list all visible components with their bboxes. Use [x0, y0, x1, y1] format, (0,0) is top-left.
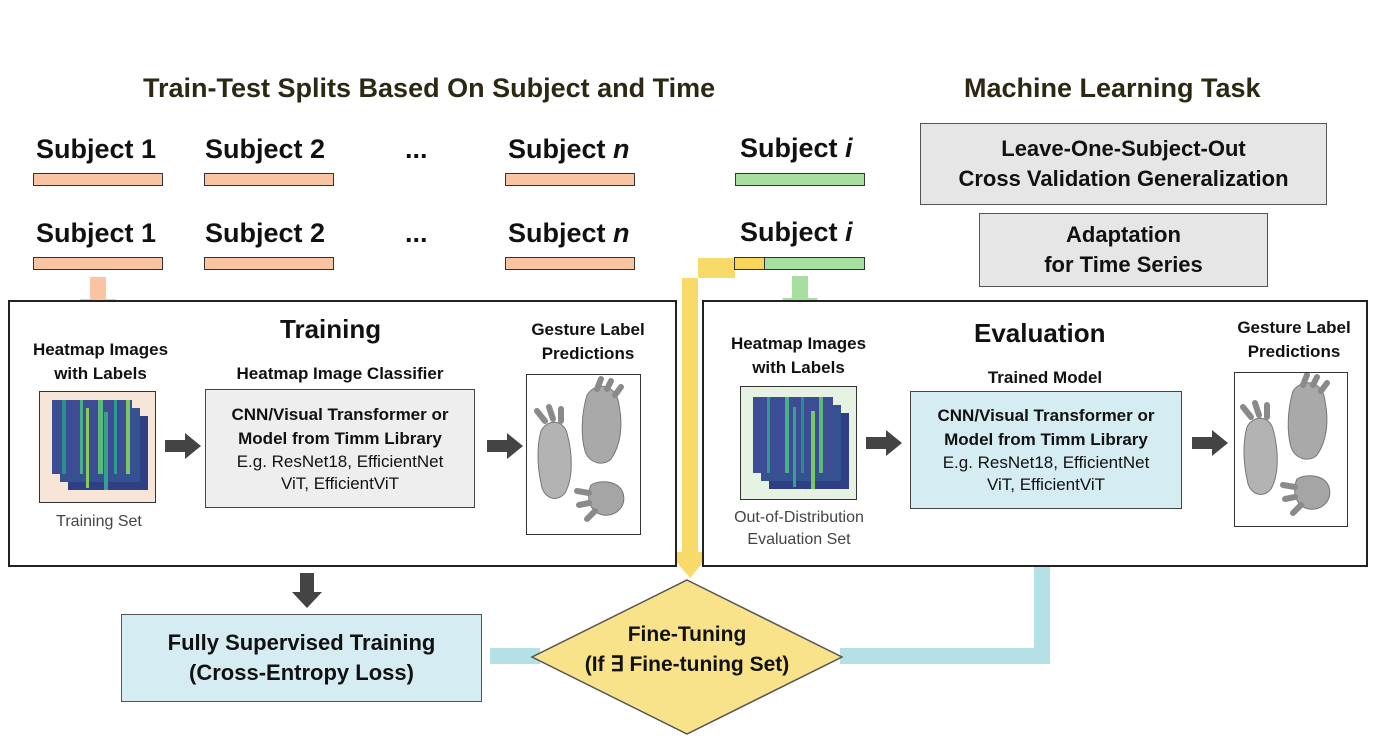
training-arrow-1 [165, 433, 201, 459]
subject-2-label: Subject 2 [205, 134, 326, 164]
subject-i-label: Subject i [740, 133, 853, 163]
subject-1-label: Subject 1 [36, 134, 157, 164]
evaluation-title: Evaluation [974, 318, 1106, 348]
training-set-caption: Training Set [56, 513, 142, 530]
ellipsis-label: ... [405, 134, 428, 164]
classifier-label: Heatmap Image Classifier [236, 364, 444, 383]
heatmap-stack-icon [753, 397, 849, 489]
evaluation-input-label: Heatmap Images with Labels [730, 334, 867, 377]
evaluation-panel: Evaluation Heatmap Images with Labels Ou… [702, 300, 1368, 567]
evaluation-model-box: CNN/Visual Transformer or Model from Tim… [910, 391, 1182, 509]
subject-i-label-2: Subject i [740, 217, 853, 247]
training-panel: Training Heatmap Images with Labels Trai… [8, 300, 677, 567]
subject-1-bar [33, 173, 163, 186]
subject-2-label-2: Subject 2 [205, 218, 326, 248]
loso-task-box: Leave-One-Subject-Out Cross Validation G… [920, 123, 1327, 205]
yellow-finetune-path [668, 258, 735, 578]
subject-1-label-2: Subject 1 [36, 218, 157, 248]
evaluation-heatmap-image [740, 386, 857, 500]
training-heatmap-image [39, 391, 156, 503]
training-gesture-image [526, 374, 641, 535]
trained-model-label: Trained Model [987, 368, 1103, 387]
hand-gestures-icon [534, 376, 625, 522]
training-model-box: CNN/Visual Transformer or Model from Tim… [205, 389, 475, 508]
splits-header: Train-Test Splits Based On Subject and T… [143, 73, 716, 103]
ellipsis-label-2: ... [405, 218, 428, 248]
supervised-training-box: Fully Supervised Training (Cross-Entropy… [121, 614, 482, 702]
subject-i-bar [735, 173, 865, 186]
finetune-label: Fine-Tuning (If ∃ Fine-tuning Set) [584, 623, 790, 676]
hand-gestures-icon [1240, 372, 1331, 516]
subject-n-bar [505, 173, 635, 186]
heatmap-stack-icon [52, 400, 148, 490]
training-down-arrow [292, 573, 322, 608]
subject-n-bar-2 [505, 257, 635, 270]
subject-n-label-2: Subject n [508, 218, 630, 248]
training-arrow-2 [487, 433, 523, 459]
evaluation-arrow-2 [1192, 430, 1228, 456]
subject-i-finetune-bar [734, 257, 766, 270]
evaluation-arrow-1 [866, 430, 902, 456]
task-header: Machine Learning Task [964, 73, 1261, 103]
training-title: Training [280, 314, 382, 344]
subject-1-bar-2 [33, 257, 163, 270]
subject-2-bar [204, 173, 334, 186]
finetune-diamond [530, 579, 844, 735]
training-pred-label: Gesture Label Predictions [531, 320, 645, 363]
training-input-label: Heatmap Images with Labels [32, 340, 169, 383]
subject-2-bar-2 [204, 257, 334, 270]
adaptation-task-box: Adaptation for Time Series [979, 213, 1268, 287]
subject-n-label: Subject n [508, 134, 630, 164]
evaluation-pred-label: Gesture Label Predictions [1237, 318, 1351, 361]
subject-i-eval-bar [764, 257, 865, 270]
evaluation-gesture-image [1234, 372, 1348, 527]
teal-link-left [490, 648, 540, 664]
evaluation-set-caption: Out-of-Distribution Evaluation Set [734, 509, 864, 548]
